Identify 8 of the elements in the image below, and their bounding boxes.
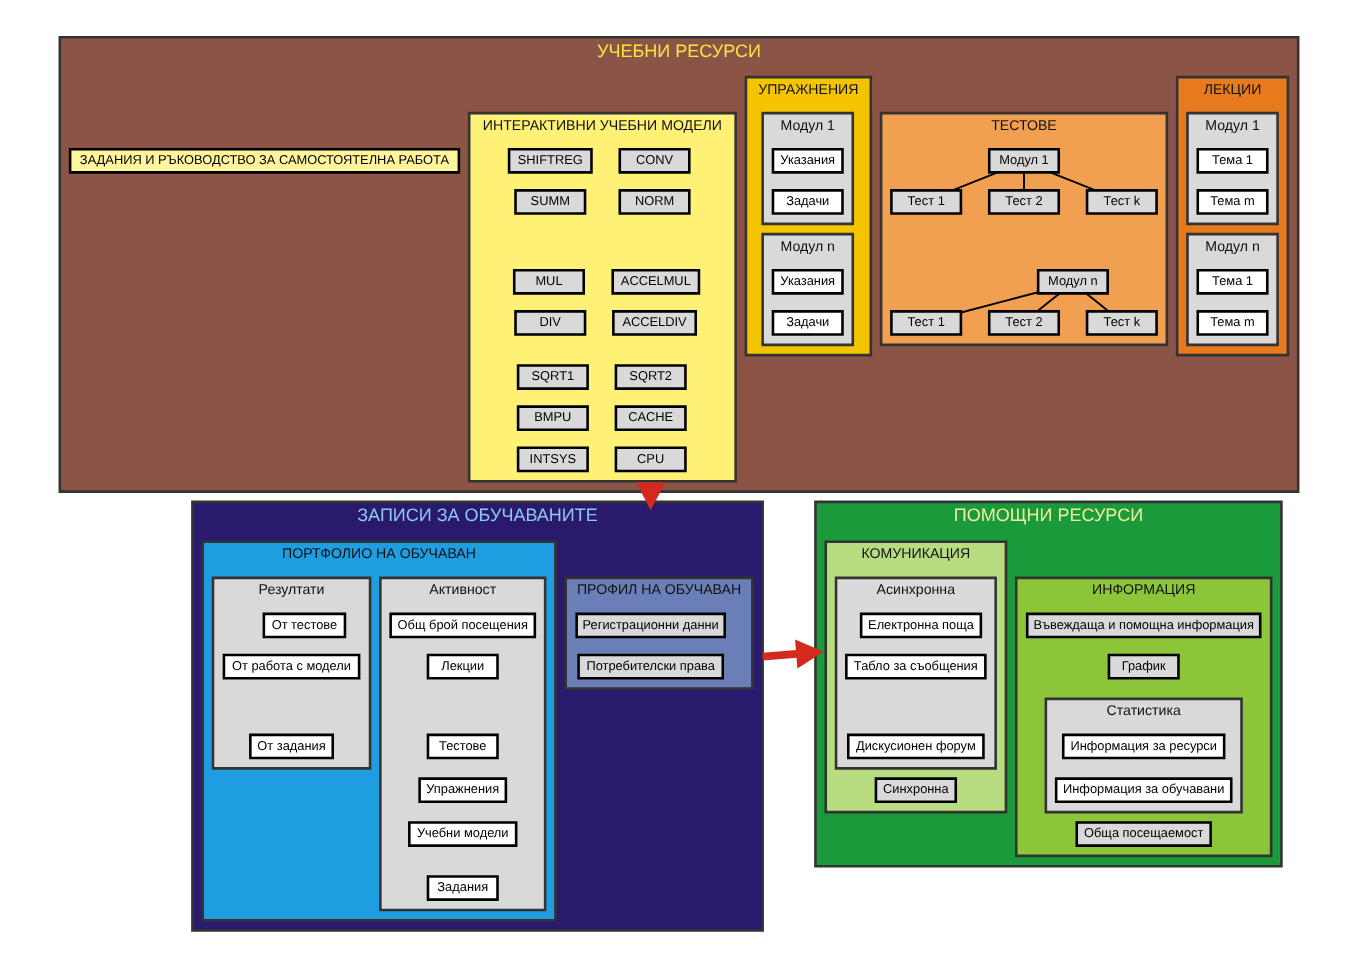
arrow [762,638,824,668]
connector [1036,291,1061,312]
connector [1049,170,1097,191]
connector [951,170,999,191]
connector [1023,170,1025,190]
connector [960,290,1040,313]
arrow [636,481,666,510]
connector [1085,291,1110,312]
